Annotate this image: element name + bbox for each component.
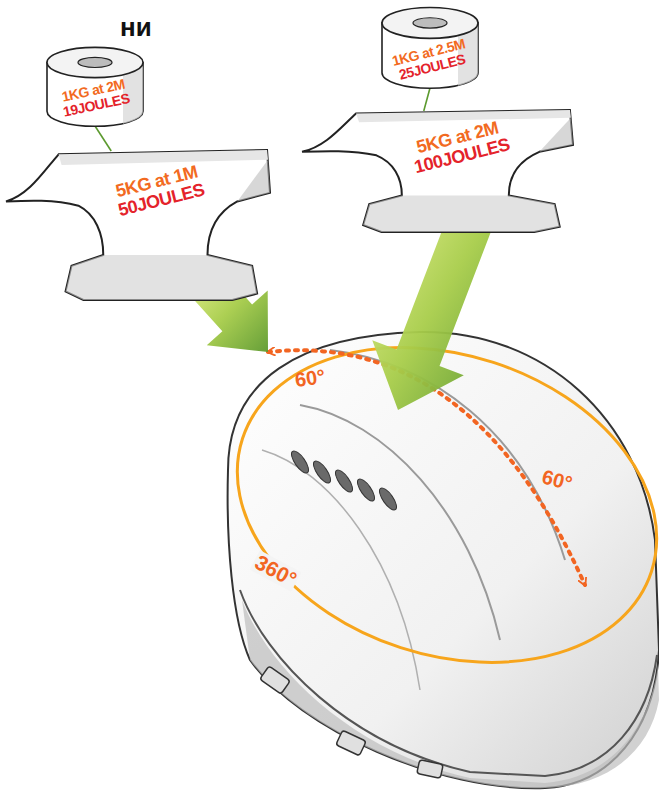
helmet-vents	[288, 448, 399, 512]
anvil-outline	[4, 150, 272, 300]
weight-cylinder: 1KG at 2.5M25JOULES	[380, 4, 480, 90]
rotation-label: 360°	[250, 550, 302, 592]
hanging-wire	[424, 88, 430, 111]
helmet-shell	[228, 332, 659, 788]
cut-off-title: ни	[118, 14, 154, 41]
angle-label: 60°	[538, 466, 577, 495]
anvil: 5KG at 2M100JOULES	[300, 110, 575, 232]
weight-cylinder: 1KG at 2M19JOULES	[45, 44, 145, 128]
impact-arrow	[372, 214, 491, 410]
hanging-wire	[95, 126, 111, 151]
angle-label: 60°	[292, 366, 329, 392]
helmet-brim-shade	[242, 600, 659, 788]
helmet-brim	[240, 590, 657, 776]
helmet-clips	[260, 666, 443, 778]
helmet-ridge	[300, 405, 500, 640]
anvil: 5KG at 1M50JOULES	[4, 150, 272, 300]
